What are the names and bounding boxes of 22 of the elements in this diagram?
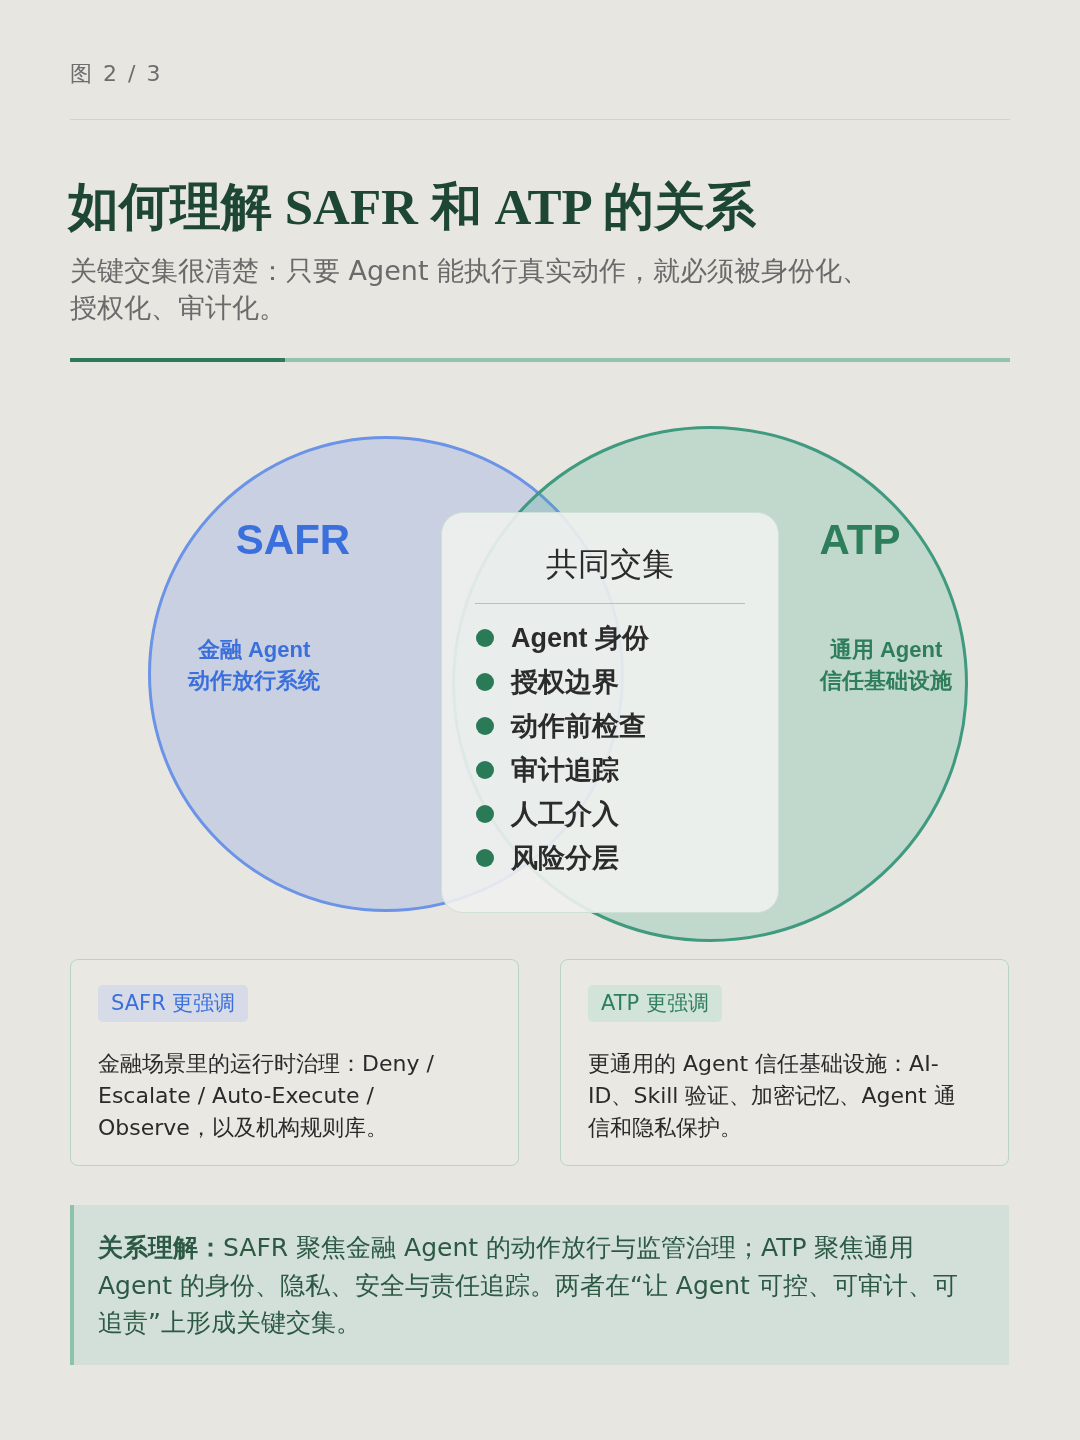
circle-title: ATP	[819, 516, 901, 564]
info-card	[560, 959, 1009, 1166]
info-card	[70, 959, 519, 1166]
card-text: 金融场景里的运行时治理：Deny / Escalate / Auto-Execute / Observe，以及机构规则库。	[98, 1050, 435, 1142]
card-text: 更通用的 Agent 信任基础设施：AI-ID、Skill 验证、加密记忆、Agent 通信和隐私保护。	[588, 1050, 957, 1142]
page-number: 图 2 / 3	[70, 60, 163, 88]
list-item: Agent 身份	[511, 622, 649, 655]
title: 如何理解 SAFR 和 ATP 的关系	[68, 178, 756, 237]
list-item: 动作前检查	[511, 710, 646, 743]
circle-description: 金融 Agent 动作放行系统	[186, 636, 321, 695]
circle-title: SAFR	[235, 516, 351, 564]
tag: SAFR 更强调	[98, 985, 249, 1022]
list-item: 人工介入	[511, 798, 619, 831]
tag: ATP 更强调	[588, 985, 722, 1022]
note-panel	[70, 1205, 1009, 1365]
subtitle: 关键交集很清楚：只要 Agent 能执行真实动作，就必须被身份化、授权化、审计化。	[70, 254, 871, 325]
circle-description: 通用 Agent 信任基础设施	[818, 636, 953, 695]
note-text: 关系理解：SAFR 聚焦金融 Agent 的动作放行与监管治理；ATP 聚焦通用 Agent 的身份、隐私、安全与责任追踪。两者在“让 Agent 可控、可审计、可追责”上形成关键交集。	[98, 1232, 959, 1339]
card-heading: 共同交集	[545, 545, 675, 584]
list-item: 审计追踪	[511, 754, 619, 787]
list-item: 风险分层	[511, 842, 619, 875]
list-item: 授权边界	[511, 666, 619, 699]
